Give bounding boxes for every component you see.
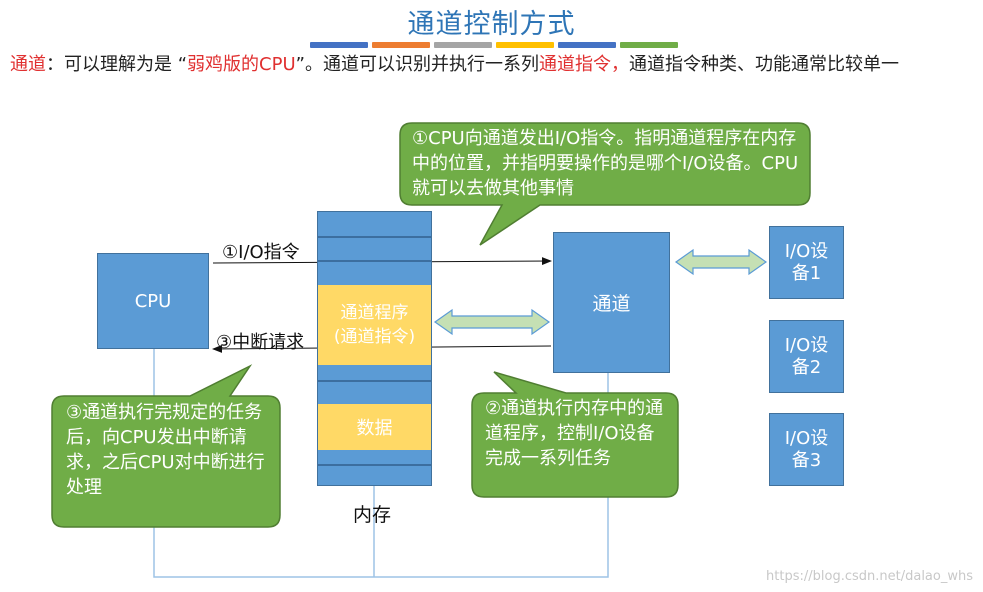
- interrupt-request-label: ③中断请求: [216, 332, 305, 353]
- intro-term-channel-instructions: 通道指令，: [538, 54, 629, 75]
- memory-program-label: 通道程序 (通道指令): [333, 303, 416, 347]
- memory-block: 通道程序 (通道指令) 数据: [317, 211, 432, 486]
- intro-paragraph: 通道：可以理解为是 “弱鸡版的CPU”。通道可以识别并执行一系列通道指令，通道指…: [10, 52, 975, 78]
- callout-3: ③通道执行完规定的任务后，向CPU发出中断请求，之后CPU对中断进行处理: [66, 400, 271, 500]
- title-bar-5: [558, 42, 616, 48]
- memory-divider: [318, 260, 431, 262]
- callout-1-text: ①CPU向通道发出I/O指令。指明通道程序在内存中的位置，并指明要操作的是哪个I…: [412, 128, 799, 199]
- callout-2-bubble: [471, 371, 679, 498]
- io-instruction-label: ①I/O指令: [222, 242, 300, 263]
- io-device-3-label: I/O设 备3: [784, 427, 829, 471]
- memory-divider: [318, 236, 431, 238]
- intro-text-1: ：可以理解为是 “: [46, 54, 188, 75]
- callout-3-bubble: [51, 364, 281, 528]
- channel-io-double-arrow: [674, 248, 768, 276]
- intro-term-channel: 通道: [10, 54, 46, 75]
- title-bar-6: [620, 42, 678, 48]
- intro-term-weak-cpu: 弱鸡版的CPU: [187, 54, 296, 75]
- title-bar-1: [310, 42, 368, 48]
- source-watermark: https://blog.csdn.net/dalao_whs: [766, 569, 973, 584]
- callout-1-bubble: [399, 122, 811, 246]
- channel-box: 通道: [553, 232, 670, 373]
- io-device-2-label: I/O设 备2: [784, 334, 829, 378]
- memory-divider: [318, 464, 431, 466]
- page-title: 通道控制方式: [407, 9, 576, 40]
- callout-2-text: ②通道执行内存中的通道程序，控制I/O设备完成一系列任务: [485, 398, 664, 469]
- memory-divider: [318, 380, 431, 382]
- memory-data-segment: 数据: [318, 404, 431, 450]
- cpu-box: CPU: [97, 253, 209, 349]
- io-device-1: I/O设 备1: [769, 226, 844, 299]
- callout-2: ②通道执行内存中的通道程序，控制I/O设备完成一系列任务: [485, 396, 671, 471]
- io-device-3: I/O设 备3: [769, 413, 844, 486]
- intro-text-3: 通道指令种类、功能通常比较单一: [628, 54, 899, 75]
- io-device-2: I/O设 备2: [769, 320, 844, 393]
- title-bar-4: [496, 42, 554, 48]
- title-color-bars: [310, 42, 678, 48]
- intro-text-2: ”。通道可以识别并执行一系列: [295, 54, 539, 75]
- callout-1: ①CPU向通道发出I/O指令。指明通道程序在内存中的位置，并指明要操作的是哪个I…: [412, 126, 804, 201]
- memory-channel-program: 通道程序 (通道指令): [318, 285, 431, 365]
- memory-label: 内存: [353, 504, 392, 526]
- title-bar-3: [434, 42, 492, 48]
- title-bar-2: [372, 42, 430, 48]
- callout-3-text: ③通道执行完规定的任务后，向CPU发出中断请求，之后CPU对中断进行处理: [66, 402, 265, 498]
- io-device-1-label: I/O设 备1: [784, 240, 829, 284]
- memory-channel-double-arrow: [433, 308, 551, 336]
